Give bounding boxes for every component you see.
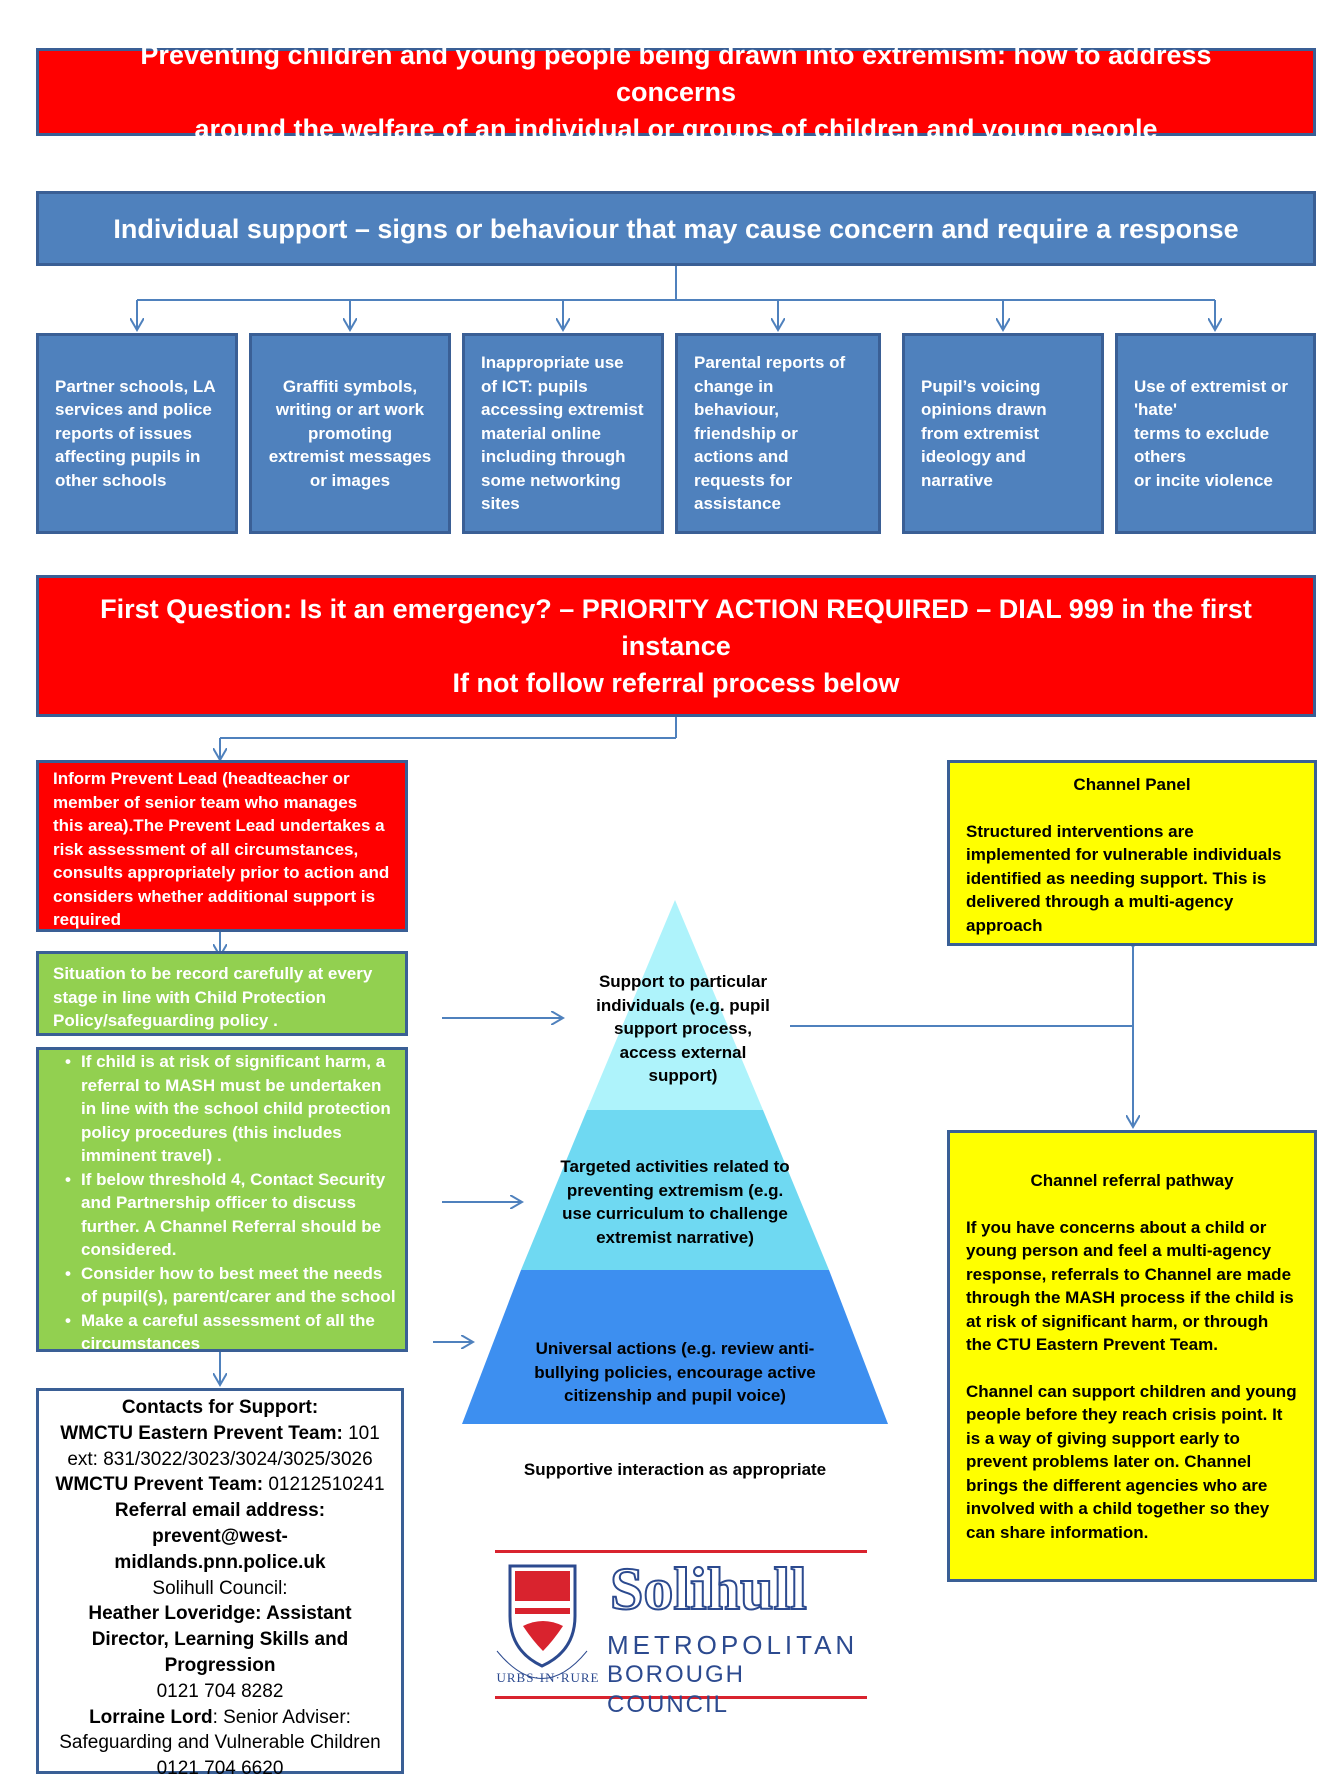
logo-motto: URBS·IN·RURE: [496, 1670, 600, 1685]
pyramid-bottom-tier: [462, 1270, 888, 1424]
sign-box-parental: Parental reports of change in behaviour,…: [675, 333, 881, 534]
heather-contact: Heather Loveridge: Assistant Director, L…: [88, 1603, 352, 1676]
sign-text: Parental reports of change in behaviour,…: [694, 353, 846, 514]
individual-support-heading: Individual support – signs or behaviour …: [113, 213, 1239, 244]
sign-box-ict: Inappropriate use of ICT: pupils accessi…: [462, 333, 664, 534]
eastern-team-label: WMCTU Eastern Prevent Team:: [60, 1422, 343, 1444]
situation-record-text: Situation to be record carefully at ever…: [53, 964, 373, 1030]
sign-box-partner-schools: Partner schools, LA services and police …: [36, 333, 238, 534]
sign-box-hate-terms: Use of extremist or 'hate' terms to excl…: [1115, 333, 1316, 534]
crest-icon: [496, 1564, 588, 1679]
pyramid-caption: Supportive interaction as appropriate: [523, 1460, 827, 1479]
first-question-line-2: If not follow referral process below: [452, 667, 900, 698]
inform-prevent-lead-text: Inform Prevent Lead (headteacher or memb…: [53, 769, 390, 929]
sign-text: Inappropriate use of ICT: pupils accessi…: [481, 353, 644, 514]
situation-record-box: Situation to be record carefully at ever…: [36, 951, 408, 1036]
channel-referral-para-2: Channel can support children and young p…: [966, 1381, 1297, 1542]
title-line-1: Preventing children and young people bei…: [140, 39, 1212, 107]
pyramid-bottom-text: Universal actions (e.g. review anti-bull…: [534, 1339, 816, 1405]
channel-panel-box: Channel Panel Structured interventions a…: [947, 760, 1317, 946]
solihull-logo: URBS·IN·RURE Solihull METROPOLITAN BOROU…: [495, 1550, 867, 1718]
inform-prevent-lead-box: Inform Prevent Lead (headteacher or memb…: [36, 760, 408, 932]
lorraine-phone: 0121 704 6620: [156, 1758, 284, 1780]
lorraine-role: : Senior Adviser: Safeguarding and Vulne…: [59, 1706, 381, 1754]
logo-line-2: METROPOLITAN: [607, 1630, 859, 1660]
action-item: If child is at risk of significant harm,…: [65, 1050, 399, 1168]
contacts-box: Contacts for Support: WMCTU Eastern Prev…: [36, 1388, 404, 1779]
pyramid-top-tier: [587, 900, 763, 1110]
council-label: Solihull Council:: [152, 1577, 288, 1599]
channel-referral-title: Channel referral pathway: [1030, 1171, 1234, 1190]
actions-box: If child is at risk of significant harm,…: [36, 1047, 408, 1352]
action-item: If below threshold 4, Contact Security a…: [65, 1168, 399, 1262]
sign-text: Pupil’s voicing opinions drawn from extr…: [921, 376, 1047, 490]
prevent-team-value: 01212510241: [263, 1474, 385, 1496]
channel-panel-title: Channel Panel: [1073, 775, 1191, 794]
channel-panel-text: Structured interventions are implemented…: [966, 821, 1282, 935]
sign-box-graffiti: Graffiti symbols, writing or art work pr…: [249, 333, 451, 534]
email-label: Referral email address:: [114, 1500, 326, 1522]
first-question-line-1: First Question: Is it an emergency? – PR…: [100, 593, 1252, 661]
actions-list: If child is at risk of significant harm,…: [53, 1050, 399, 1350]
logo-line-3: BOROUGH COUNCIL: [607, 1661, 746, 1718]
logo-name: Solihull: [609, 1555, 808, 1623]
sign-text: Use of extremist or 'hate' terms to excl…: [1134, 376, 1288, 490]
email-value: prevent@west-midlands.pnn.police.uk: [114, 1525, 326, 1573]
channel-referral-para-1: If you have concerns about a child or yo…: [966, 1217, 1294, 1355]
contacts-title: Contacts for Support:: [121, 1397, 319, 1418]
lorraine-name: Lorraine Lord: [89, 1706, 213, 1728]
sign-text: Graffiti symbols, writing or art work pr…: [268, 376, 432, 490]
pyramid-middle-text: Targeted activities related to preventin…: [560, 1157, 790, 1247]
prevent-team-label: WMCTU Prevent Team:: [55, 1474, 264, 1496]
channel-referral-box: Channel referral pathway If you have con…: [947, 1130, 1317, 1582]
individual-support-box: Individual support – signs or behaviour …: [36, 191, 1316, 266]
pyramid-top-text: Support to particular individuals (e.g. …: [596, 972, 770, 1085]
sign-text: Partner schools, LA services and police …: [55, 376, 216, 490]
first-question-box: First Question: Is it an emergency? – PR…: [36, 575, 1316, 717]
action-item: Make a careful assessment of all the cir…: [65, 1309, 399, 1350]
eastern-team-value: 101 ext: 831/3022/3023/3024/3025/3026: [67, 1422, 380, 1470]
pyramid-middle-tier: [521, 1110, 829, 1270]
title-line-2: around the welfare of an individual or g…: [194, 113, 1158, 144]
sign-box-pupil-voicing: Pupil’s voicing opinions drawn from extr…: [902, 333, 1104, 534]
title-box: Preventing children and young people bei…: [36, 40, 1316, 144]
action-item: Consider how to best meet the needs of p…: [65, 1262, 399, 1309]
heather-phone: 0121 704 8282: [156, 1680, 284, 1702]
